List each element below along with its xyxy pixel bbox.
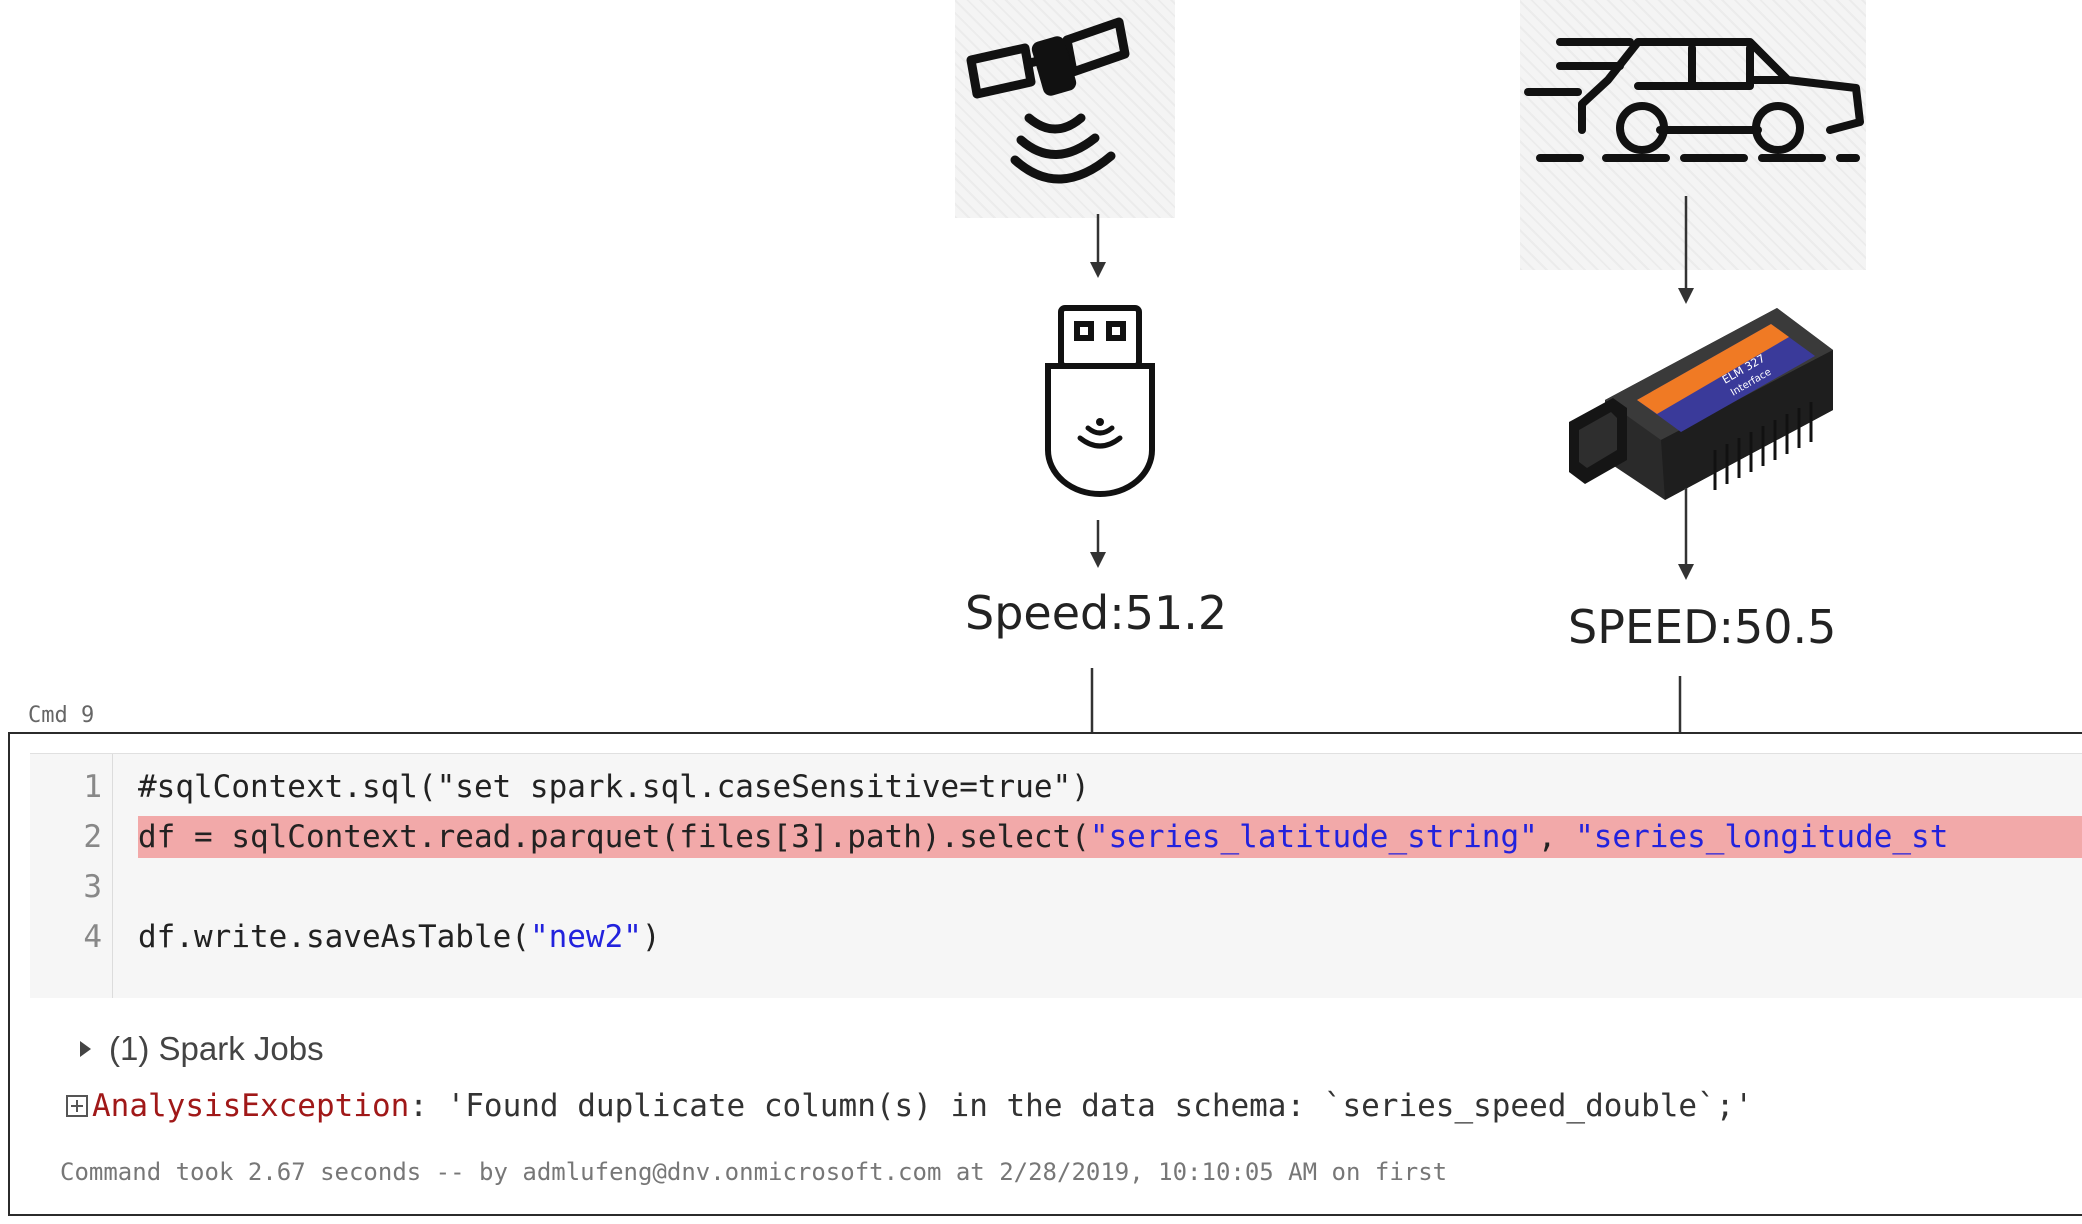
code-token: #sqlContext.sql("set spark.sql.caseSensi… bbox=[138, 769, 1090, 805]
code-line[interactable]: 2 df = sqlContext.read.parquet(files[3].p… bbox=[30, 814, 2082, 860]
arrow-usb-to-label bbox=[1090, 520, 1106, 568]
command-footer: Command took 2.67 seconds -- by admlufen… bbox=[60, 1158, 1448, 1186]
line-number: 4 bbox=[83, 919, 102, 955]
error-message: : 'Found duplicate column(s) in the data… bbox=[409, 1088, 1754, 1124]
code-token: df.write.saveAsTable( bbox=[138, 919, 530, 955]
line-code: df = sqlContext.read.parquet(files[3].pa… bbox=[138, 814, 1948, 860]
satellite-icon bbox=[966, 17, 1130, 184]
code-line[interactable]: 3 bbox=[30, 864, 2082, 910]
arrow-car-to-obd bbox=[1678, 196, 1694, 304]
spark-jobs-label: (1) Spark Jobs bbox=[109, 1030, 324, 1067]
code-line[interactable]: 4 df.write.saveAsTable("new2") bbox=[30, 914, 2082, 960]
car-icon bbox=[1524, 38, 1864, 162]
gps-speed-label: Speed:51.2 bbox=[965, 586, 1228, 640]
line-number: 2 bbox=[83, 819, 102, 855]
arrow-sat-to-usb bbox=[1090, 214, 1106, 278]
line-number: 1 bbox=[83, 769, 102, 805]
code-line[interactable]: 1 #sqlContext.sql("set spark.sql.caseSens… bbox=[30, 764, 2082, 810]
code-string-token: "new2" bbox=[529, 919, 642, 955]
line-code: df.write.saveAsTable("new2") bbox=[138, 914, 661, 960]
caret-right-icon bbox=[80, 1041, 91, 1057]
code-token: ) bbox=[641, 919, 661, 955]
obd-elm327-adapter-icon: ELM 327 Interface bbox=[1569, 308, 1833, 500]
error-row: AnalysisException: 'Found duplicate colu… bbox=[66, 1088, 1753, 1124]
error-line-highlight bbox=[138, 816, 2082, 858]
obd-speed-label: SPEED:50.5 bbox=[1568, 600, 1837, 654]
code-token: df = sqlContext.read.parquet(files[3].pa… bbox=[138, 819, 1090, 855]
error-name: AnalysisException bbox=[92, 1088, 410, 1124]
line-number: 3 bbox=[83, 869, 102, 905]
code-token: , bbox=[1537, 819, 1576, 855]
cmd-label: Cmd 9 bbox=[28, 703, 95, 728]
code-string-token: "series_longitude_st bbox=[1575, 819, 1949, 855]
editor-gutter-divider bbox=[112, 754, 113, 998]
spark-jobs-toggle[interactable]: (1) Spark Jobs bbox=[80, 1030, 324, 1068]
expand-plus-icon[interactable] bbox=[66, 1095, 88, 1117]
usb-wireless-dongle-icon bbox=[1045, 305, 1155, 497]
arrow-obd-to-label bbox=[1678, 488, 1694, 580]
line-code: #sqlContext.sql("set spark.sql.caseSensi… bbox=[138, 764, 1090, 810]
code-string-token: "series_latitude_string" bbox=[1089, 819, 1538, 855]
code-editor[interactable]: 1 #sqlContext.sql("set spark.sql.caseSens… bbox=[30, 753, 2082, 998]
